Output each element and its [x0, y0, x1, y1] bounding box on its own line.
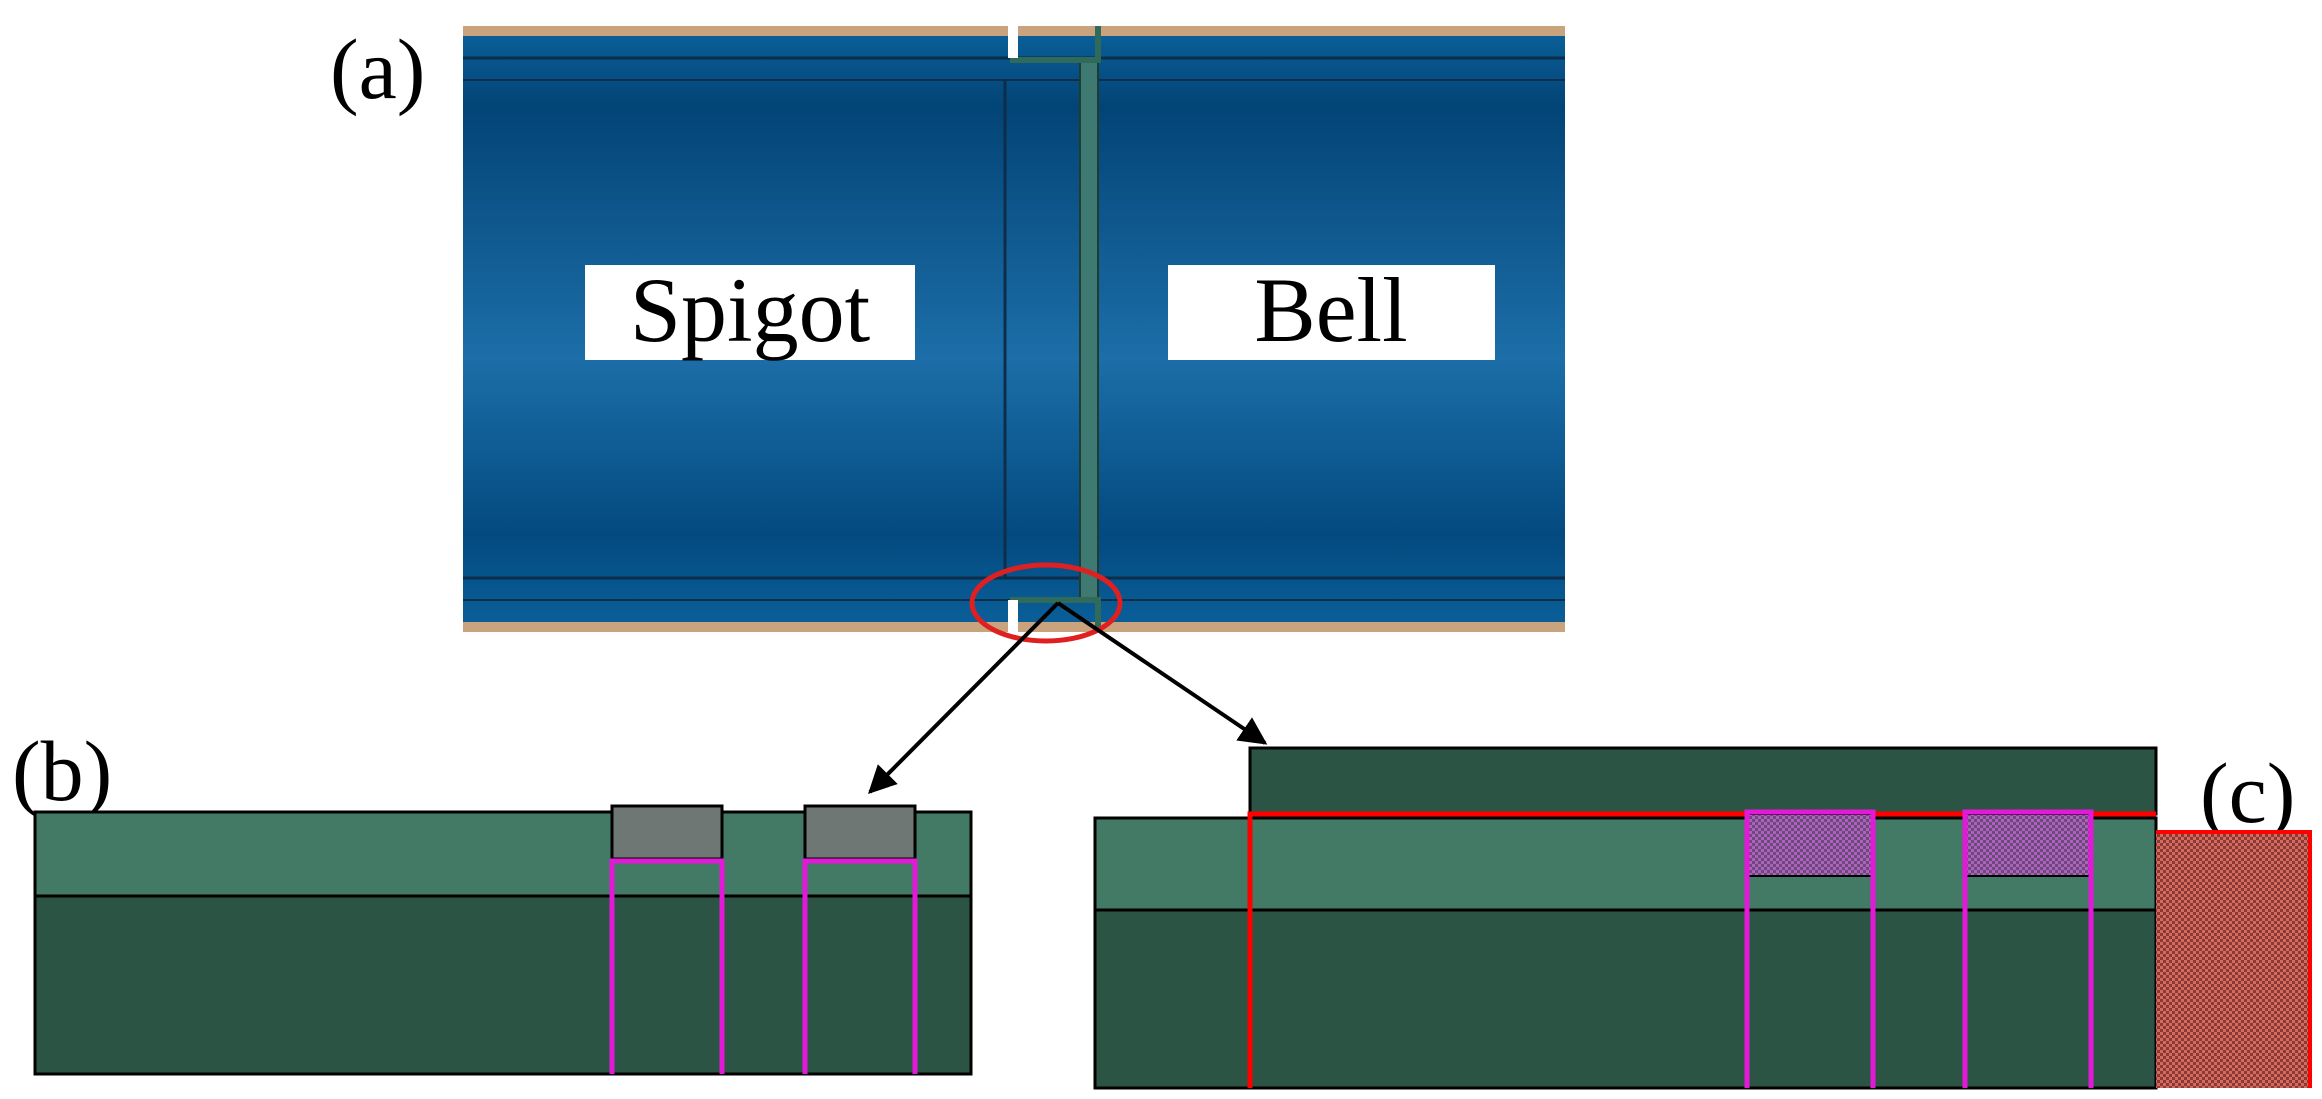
callout-arrow-to-b	[868, 601, 1060, 794]
spigot-label: Spigot	[630, 259, 871, 361]
bell-end-soil-outline	[2156, 830, 2312, 1088]
bell-groove-2	[1962, 809, 2094, 1088]
joint-gasket-band	[1079, 59, 1099, 601]
bell-lower-layer	[1093, 908, 2158, 1090]
bell-label: Bell	[1254, 259, 1407, 361]
spigot-label-box	[585, 265, 915, 360]
bell-top-layer	[1248, 746, 2158, 816]
bell-label-box	[1168, 265, 1495, 360]
joint-gap-top	[1008, 22, 1018, 58]
callout-arrow-to-c	[1056, 601, 1268, 745]
spigot-lower-layer	[33, 894, 973, 1076]
gasket-1	[610, 804, 724, 861]
panel-c-label: (c)	[2200, 745, 2295, 841]
bell-end-soil	[2156, 832, 2310, 1088]
bell-gasket-1	[1746, 813, 1874, 877]
bell-gasket-2	[1964, 813, 2092, 877]
panel-a: (a) Spigot Bell	[330, 21, 1565, 794]
joint-gap-bottom	[1008, 600, 1018, 634]
panel-b: (b)	[12, 723, 973, 1076]
callout-ellipse	[969, 562, 1123, 644]
panel-a-label: (a)	[330, 21, 425, 117]
gasket-groove-1	[609, 858, 725, 1074]
panel-b-label: (b)	[12, 723, 112, 819]
gasket-groove-2	[802, 858, 918, 1074]
bell-groove-1	[1744, 809, 1876, 1088]
panel-c: (c)	[1093, 745, 2312, 1090]
gasket-2	[803, 804, 917, 861]
